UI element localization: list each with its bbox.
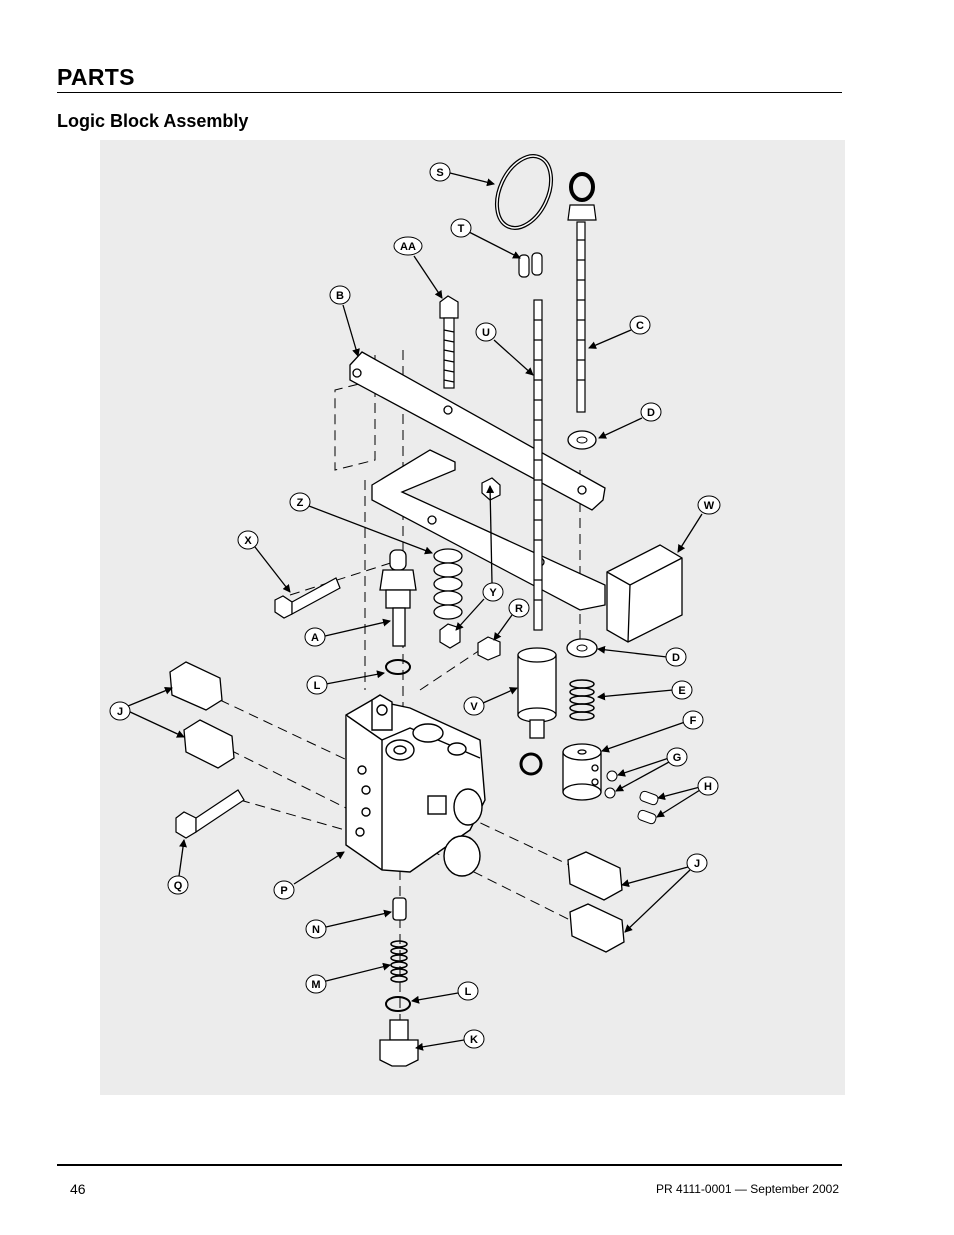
callout-v: V bbox=[463, 696, 485, 716]
bolt-q bbox=[175, 789, 245, 839]
svg-text:S: S bbox=[436, 167, 443, 179]
svg-text:A: A bbox=[311, 632, 319, 644]
callout-l-upper: L bbox=[306, 675, 328, 695]
spring-e bbox=[569, 679, 595, 721]
fitting-j-left bbox=[169, 661, 235, 769]
page-subtitle: Logic Block Assembly bbox=[57, 111, 249, 131]
callout-aa: AA bbox=[393, 236, 423, 256]
set-screw-h-upper bbox=[639, 790, 659, 806]
svg-text:U: U bbox=[482, 327, 490, 339]
o-ring-l-upper bbox=[385, 659, 411, 675]
callout-n: N bbox=[305, 919, 327, 939]
plug-k bbox=[379, 1019, 419, 1067]
svg-text:AA: AA bbox=[400, 241, 416, 253]
svg-text:E: E bbox=[678, 685, 685, 697]
retaining-clip-t bbox=[518, 252, 543, 278]
callout-g: G bbox=[666, 747, 688, 767]
svg-text:J: J bbox=[117, 706, 123, 718]
svg-text:J: J bbox=[694, 858, 700, 870]
set-screw-h-lower bbox=[637, 809, 657, 825]
ball-g-upper bbox=[606, 770, 618, 782]
callout-b: B bbox=[329, 285, 351, 305]
svg-text:H: H bbox=[704, 781, 712, 793]
svg-text:C: C bbox=[636, 320, 644, 332]
callout-k: K bbox=[463, 1029, 485, 1049]
callout-t: T bbox=[450, 218, 472, 238]
threaded-rod-u bbox=[533, 299, 543, 631]
spring-m bbox=[390, 940, 408, 983]
eye-rod-c bbox=[567, 172, 597, 413]
svg-text:L: L bbox=[465, 986, 472, 998]
svg-text:K: K bbox=[470, 1034, 478, 1046]
svg-text:W: W bbox=[704, 500, 715, 512]
svg-text:G: G bbox=[673, 752, 682, 764]
svg-text:B: B bbox=[336, 290, 344, 302]
header-rule bbox=[57, 92, 842, 93]
callout-a: A bbox=[304, 627, 326, 647]
callout-u: U bbox=[475, 322, 497, 342]
svg-text:L: L bbox=[314, 680, 321, 692]
callout-labels: S T AA B C U D W Z X Y R A D L E J V F G… bbox=[109, 162, 721, 1049]
ball-g-lower bbox=[604, 787, 616, 799]
svg-text:M: M bbox=[311, 979, 320, 991]
nut-r bbox=[477, 636, 501, 661]
callout-f: F bbox=[682, 710, 704, 730]
callout-l-lower: L bbox=[457, 981, 479, 1001]
pin-n bbox=[392, 897, 407, 921]
callout-d-upper: D bbox=[640, 402, 662, 422]
svg-text:F: F bbox=[690, 715, 697, 727]
callout-j-right: J bbox=[686, 853, 708, 873]
svg-text:D: D bbox=[672, 652, 680, 664]
callout-h: H bbox=[697, 776, 719, 796]
callout-q: Q bbox=[167, 875, 189, 895]
callout-c: C bbox=[629, 315, 651, 335]
leader-arrows bbox=[127, 172, 703, 1051]
callout-j-left: J bbox=[109, 701, 131, 721]
svg-text:X: X bbox=[244, 535, 252, 547]
logic-block-exploded-diagram: S T AA B C U D W Z X Y R A D L E J V F G… bbox=[100, 140, 845, 1095]
callout-m: M bbox=[305, 974, 327, 994]
logic-block-body-p bbox=[345, 694, 486, 877]
page-number: 46 bbox=[70, 1181, 86, 1197]
callout-y: Y bbox=[482, 582, 504, 602]
callout-d-lower: D bbox=[665, 647, 687, 667]
svg-text:Y: Y bbox=[489, 587, 497, 599]
o-ring-l-lower bbox=[385, 996, 411, 1012]
bolt-aa bbox=[439, 295, 459, 389]
footer-rule bbox=[57, 1164, 842, 1166]
svg-text:T: T bbox=[458, 223, 465, 235]
spring-washers-z bbox=[433, 548, 463, 620]
svg-text:P: P bbox=[280, 885, 287, 897]
weight-v bbox=[517, 647, 557, 776]
svg-text:R: R bbox=[515, 603, 523, 615]
svg-text:N: N bbox=[312, 924, 320, 936]
callout-x: X bbox=[237, 530, 259, 550]
callout-p: P bbox=[273, 880, 295, 900]
svg-text:V: V bbox=[470, 701, 478, 713]
callout-s: S bbox=[429, 162, 451, 182]
callout-z: Z bbox=[289, 492, 311, 512]
callout-w: W bbox=[697, 495, 721, 515]
document-reference: PR 4111-0001 — September 2002 bbox=[655, 1182, 839, 1196]
collar-f bbox=[562, 743, 602, 801]
bolt-x bbox=[274, 577, 341, 619]
nut-y-lower bbox=[439, 623, 461, 649]
callout-e: E bbox=[671, 680, 693, 700]
svg-text:Q: Q bbox=[174, 880, 183, 892]
svg-text:Z: Z bbox=[297, 497, 304, 509]
callout-r: R bbox=[508, 598, 530, 618]
svg-text:D: D bbox=[647, 407, 655, 419]
valve-cartridge-a bbox=[379, 549, 417, 647]
fitting-j-right bbox=[567, 851, 625, 953]
section-title: PARTS bbox=[57, 64, 135, 90]
